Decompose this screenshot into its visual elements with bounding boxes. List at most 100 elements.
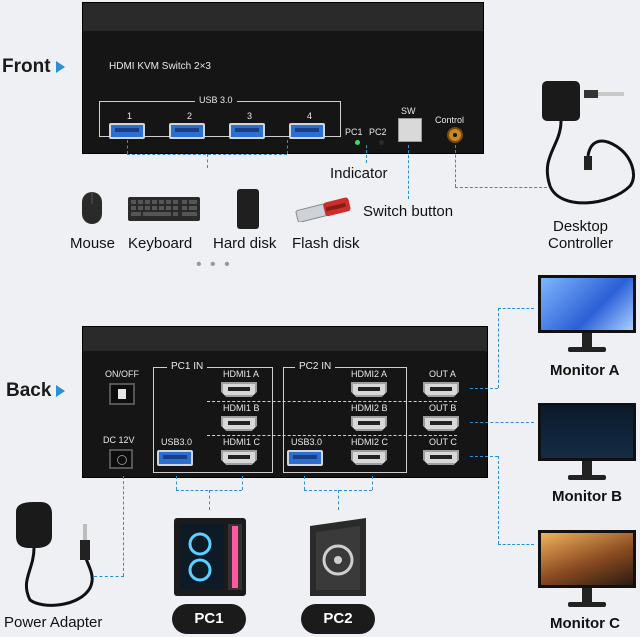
usb-group-label: USB 3.0 [195, 95, 237, 105]
monitor-a-screen [538, 275, 636, 333]
pc1-usb-label: USB3.0 [161, 437, 193, 447]
control-leader-v [455, 145, 456, 187]
pc2-in-label: PC2 IN [295, 361, 336, 372]
peripheral-hard-disk-label: Hard disk [213, 235, 277, 252]
front-usb-port-2[interactable] [169, 123, 205, 139]
pc2-usb-port[interactable] [287, 450, 323, 466]
front-title: HDMI KVM Switch 2×3 [109, 61, 211, 72]
row-divider-1 [207, 401, 457, 402]
monitor-b [538, 403, 636, 483]
monitor-b-base [568, 475, 606, 480]
flash-disk-icon [295, 197, 351, 222]
pc1-hdmi-a-label: HDMI1 A [223, 369, 260, 379]
back-side-label: Back [6, 380, 66, 402]
out-a-port[interactable] [423, 382, 459, 397]
out-c-leader-h2 [498, 544, 534, 545]
pc1-in-frame [153, 367, 273, 473]
power-adapter-icon [16, 502, 94, 607]
indicator-callout: Indicator [330, 165, 388, 182]
out-c-leader-h [470, 456, 498, 457]
pc1-indicator-label: PC1 [345, 127, 363, 137]
pc1-hdmi-b-label: HDMI1 B [223, 403, 260, 413]
pc1-bracket-right [242, 476, 243, 490]
out-c-port[interactable] [423, 450, 459, 465]
pc2-hdmi-a-port[interactable] [351, 382, 387, 397]
pc2-indicator-label: PC2 [369, 127, 387, 137]
kvm-front-unit: HDMI KVM Switch 2×3 USB 3.0 1 2 3 4 PC1 … [82, 2, 484, 154]
monitor-c-neck [582, 588, 592, 602]
front-usb-port-3[interactable] [229, 123, 265, 139]
out-a-leader-h2 [498, 308, 534, 309]
desktop-controller-device [542, 81, 635, 205]
arrow-right-icon [55, 60, 65, 73]
pc2-tower-icon [310, 518, 366, 596]
power-leader-h [94, 576, 124, 577]
mouse-icon [82, 192, 102, 224]
pc2-usb-label: USB3.0 [291, 437, 323, 447]
on-off-label: ON/OFF [105, 369, 139, 379]
peripheral-flash-disk-label: Flash disk [292, 235, 360, 252]
pc2-in-frame [283, 367, 407, 473]
pc2-bracket-right [372, 476, 373, 490]
pc2-hdmi-b-port[interactable] [351, 416, 387, 431]
out-b-label: OUT B [429, 403, 457, 413]
power-adapter-label: Power Adapter [4, 614, 103, 631]
kvm-back-unit: ON/OFF DC 12V PC1 IN HDMI1 A HDMI1 B HDM… [82, 326, 488, 478]
back-side-text: Back [6, 380, 52, 401]
monitor-c-base [568, 602, 606, 607]
dc-label: DC 12V [103, 435, 135, 445]
monitor-c-label: Monitor C [550, 615, 620, 632]
hard-disk-icon [237, 189, 259, 229]
pc2-led [379, 140, 384, 145]
control-port[interactable] [447, 127, 463, 143]
pc1-hdmi-c-port[interactable] [221, 450, 257, 465]
front-usb-port-4[interactable] [289, 123, 325, 139]
indicator-leader [366, 145, 367, 163]
pc1-usb-port[interactable] [157, 450, 193, 466]
monitor-c-screen [538, 530, 636, 588]
control-label: Control [435, 115, 465, 125]
pc2-hdmi-c-port[interactable] [351, 450, 387, 465]
pc1-hdmi-a-port[interactable] [221, 382, 257, 397]
peripheral-mouse-label: Mouse [70, 235, 116, 252]
monitor-a-neck [582, 333, 592, 347]
pc1-hdmi-b-port[interactable] [221, 416, 257, 431]
switch-button[interactable] [398, 118, 422, 142]
out-a-label: OUT A [429, 369, 456, 379]
monitor-b-neck [582, 461, 592, 475]
usb-port-4-label: 4 [307, 111, 313, 121]
keyboard-icon [128, 197, 200, 221]
pc2-bracket-stem [338, 490, 339, 510]
control-leader-h [455, 187, 547, 188]
pc1-led [355, 140, 360, 145]
row-divider-2 [207, 435, 457, 436]
usb-bracket-left [127, 140, 128, 154]
out-c-label: OUT C [429, 437, 457, 447]
monitor-a-base [568, 347, 606, 352]
kvm-top-surface [83, 3, 483, 31]
power-leader-v [123, 476, 124, 576]
monitor-b-label: Monitor B [552, 488, 622, 505]
monitor-b-screen [538, 403, 636, 461]
front-side-text: Front [2, 56, 51, 77]
usb-port-1-label: 1 [127, 111, 133, 121]
desktop-controller-callout: Desktop Controller [548, 218, 614, 252]
power-switch[interactable] [109, 383, 135, 405]
out-c-leader-v [498, 456, 499, 544]
dc-power-port[interactable] [109, 449, 133, 469]
front-usb-port-1[interactable] [109, 123, 145, 139]
pc1-pill-label: PC1 [172, 604, 246, 634]
pc2-pill-label: PC2 [301, 604, 375, 634]
out-a-leader-h [470, 388, 498, 389]
usb-bracket-stem [207, 154, 208, 168]
kvm-back-top-surface [83, 327, 487, 351]
out-a-leader-v [498, 308, 499, 388]
more-dots: • • • [196, 256, 232, 273]
peripheral-keyboard-label: Keyboard [128, 235, 193, 252]
pc1-bracket-stem [209, 490, 210, 510]
pc1-in-label: PC1 IN [167, 361, 208, 372]
pc2-hdmi-a-label: HDMI2 A [351, 369, 388, 379]
out-b-port[interactable] [423, 416, 459, 431]
pc2-hdmi-b-label: HDMI2 B [351, 403, 388, 413]
usb-port-3-label: 3 [247, 111, 253, 121]
